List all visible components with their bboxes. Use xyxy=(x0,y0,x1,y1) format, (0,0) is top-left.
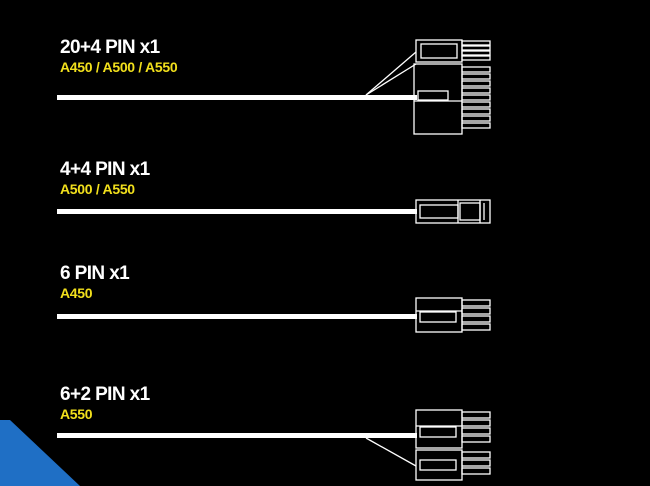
cable-line xyxy=(57,433,417,438)
connector-title: 6+2 PIN x1 xyxy=(60,384,150,405)
connector-models: A550 xyxy=(60,406,93,422)
connector-models: A450 xyxy=(60,285,93,301)
pcie-8pin-connector-icon xyxy=(57,409,491,481)
connector-models: A450 / A500 / A550 xyxy=(60,59,178,75)
connector-models: A500 / A550 xyxy=(60,181,135,197)
atx-24pin-connector-icon xyxy=(57,39,491,135)
connector-title: 4+4 PIN x1 xyxy=(60,159,150,180)
cable-line xyxy=(57,209,417,214)
connector-24pin-label: 20+4 PIN x1 A450 / A500 / A550 xyxy=(60,37,178,76)
pcie-6pin-connector-icon xyxy=(57,297,491,333)
connector-title: 6 PIN x1 xyxy=(60,263,130,284)
cable-line xyxy=(57,95,417,100)
connector-eps-label: 4+4 PIN x1 A500 / A550 xyxy=(60,159,150,198)
connector-pcie8-label: 6+2 PIN x1 A550 xyxy=(60,384,150,423)
connector-title: 20+4 PIN x1 xyxy=(60,37,160,58)
corner-accent xyxy=(0,420,80,486)
eps-8pin-connector-icon xyxy=(57,199,491,224)
connector-pcie6-label: 6 PIN x1 A450 xyxy=(60,263,130,302)
cable-line xyxy=(57,314,417,319)
